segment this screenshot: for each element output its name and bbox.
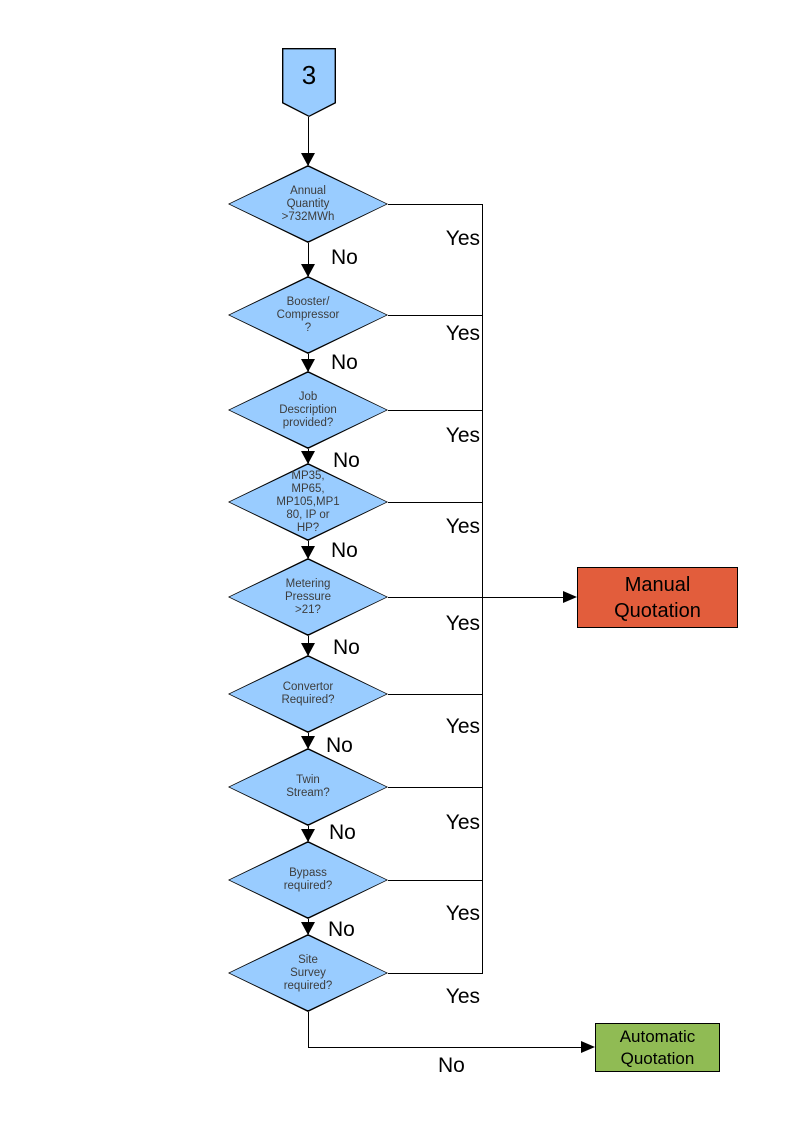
decision-site-survey: Site Survey required? — [228, 934, 388, 1012]
decision-label: Convertor Required? — [281, 681, 335, 706]
decision-label: Metering Pressure >21? — [284, 577, 332, 616]
start-connector-label: 3 — [301, 60, 317, 90]
no-branch-line-to-automatic — [308, 1047, 585, 1048]
yes-label-3: Yes — [445, 424, 480, 447]
yes-branch-line-7 — [388, 787, 483, 788]
no-label-3: No — [333, 449, 360, 472]
yes-label-1: Yes — [445, 227, 480, 250]
yes-branch-line-9 — [388, 973, 483, 974]
decision-label: Site Survey required? — [283, 953, 333, 992]
arrow-down-icon — [301, 643, 315, 656]
yes-branch-line-2 — [388, 315, 483, 316]
no-label-7: No — [329, 821, 356, 844]
yes-branch-line-3 — [388, 410, 483, 411]
decision-label: Booster/ Compressor ? — [276, 295, 340, 334]
yes-branch-line-1 — [388, 204, 483, 205]
no-label-5: No — [333, 636, 360, 659]
decision-meter-type: MP35, MP65, MP105,MP1 80, IP or HP? — [228, 463, 388, 541]
arrow-down-icon — [301, 829, 315, 842]
yes-label-2: Yes — [445, 322, 480, 345]
arrow-down-icon — [301, 736, 315, 749]
yes-label-4: Yes — [445, 515, 480, 538]
no-label-4: No — [331, 539, 358, 562]
arrow-down-icon — [301, 153, 315, 166]
connector-d9-no-down — [308, 1012, 309, 1048]
arrow-down-icon — [301, 546, 315, 559]
arrow-right-icon — [563, 591, 577, 603]
decision-label: MP35, MP65, MP105,MP1 80, IP or HP? — [276, 469, 340, 534]
decision-label: Bypass required? — [283, 867, 333, 892]
trunk-line — [482, 204, 483, 974]
yes-branch-line-5-to-manual — [388, 597, 566, 598]
automatic-quotation-box: Automatic Quotation — [595, 1023, 720, 1072]
decision-convertor-required: Convertor Required? — [228, 655, 388, 733]
decision-booster-compressor: Booster/ Compressor ? — [228, 276, 388, 354]
decision-label: Annual Quantity >732MWh — [281, 184, 335, 223]
no-label-6: No — [326, 734, 353, 757]
manual-quotation-box: Manual Quotation — [577, 567, 738, 628]
arrow-right-icon — [581, 1041, 595, 1053]
pentagon-fill — [283, 49, 335, 116]
decision-job-description: Job Description provided? — [228, 371, 388, 449]
decision-metering-pressure: Metering Pressure >21? — [228, 558, 388, 636]
start-connector-node: 3 — [282, 48, 336, 117]
yes-label-6: Yes — [445, 715, 480, 738]
no-label-2: No — [331, 351, 358, 374]
arrow-down-icon — [301, 922, 315, 935]
arrow-down-icon — [301, 451, 315, 464]
decision-annual-quantity: Annual Quantity >732MWh — [228, 165, 388, 243]
no-label-8: No — [328, 918, 355, 941]
arrow-down-icon — [301, 359, 315, 372]
arrow-down-icon — [301, 264, 315, 277]
yes-branch-line-6 — [388, 694, 483, 695]
decision-label: Job Description provided? — [279, 390, 337, 429]
decision-bypass-required: Bypass required? — [228, 841, 388, 919]
no-label-1: No — [331, 246, 358, 269]
yes-label-7: Yes — [445, 811, 480, 834]
no-label-9: No — [438, 1054, 465, 1077]
yes-branch-line-4 — [388, 502, 483, 503]
yes-label-5: Yes — [445, 612, 480, 635]
yes-branch-line-8 — [388, 880, 483, 881]
decision-label: Twin Stream? — [286, 774, 330, 799]
yes-label-9: Yes — [445, 985, 480, 1008]
connector-d1-to-d2 — [308, 243, 309, 276]
connector-start-to-d1 — [308, 117, 309, 165]
yes-label-8: Yes — [445, 902, 480, 925]
decision-twin-stream: Twin Stream? — [228, 748, 388, 826]
